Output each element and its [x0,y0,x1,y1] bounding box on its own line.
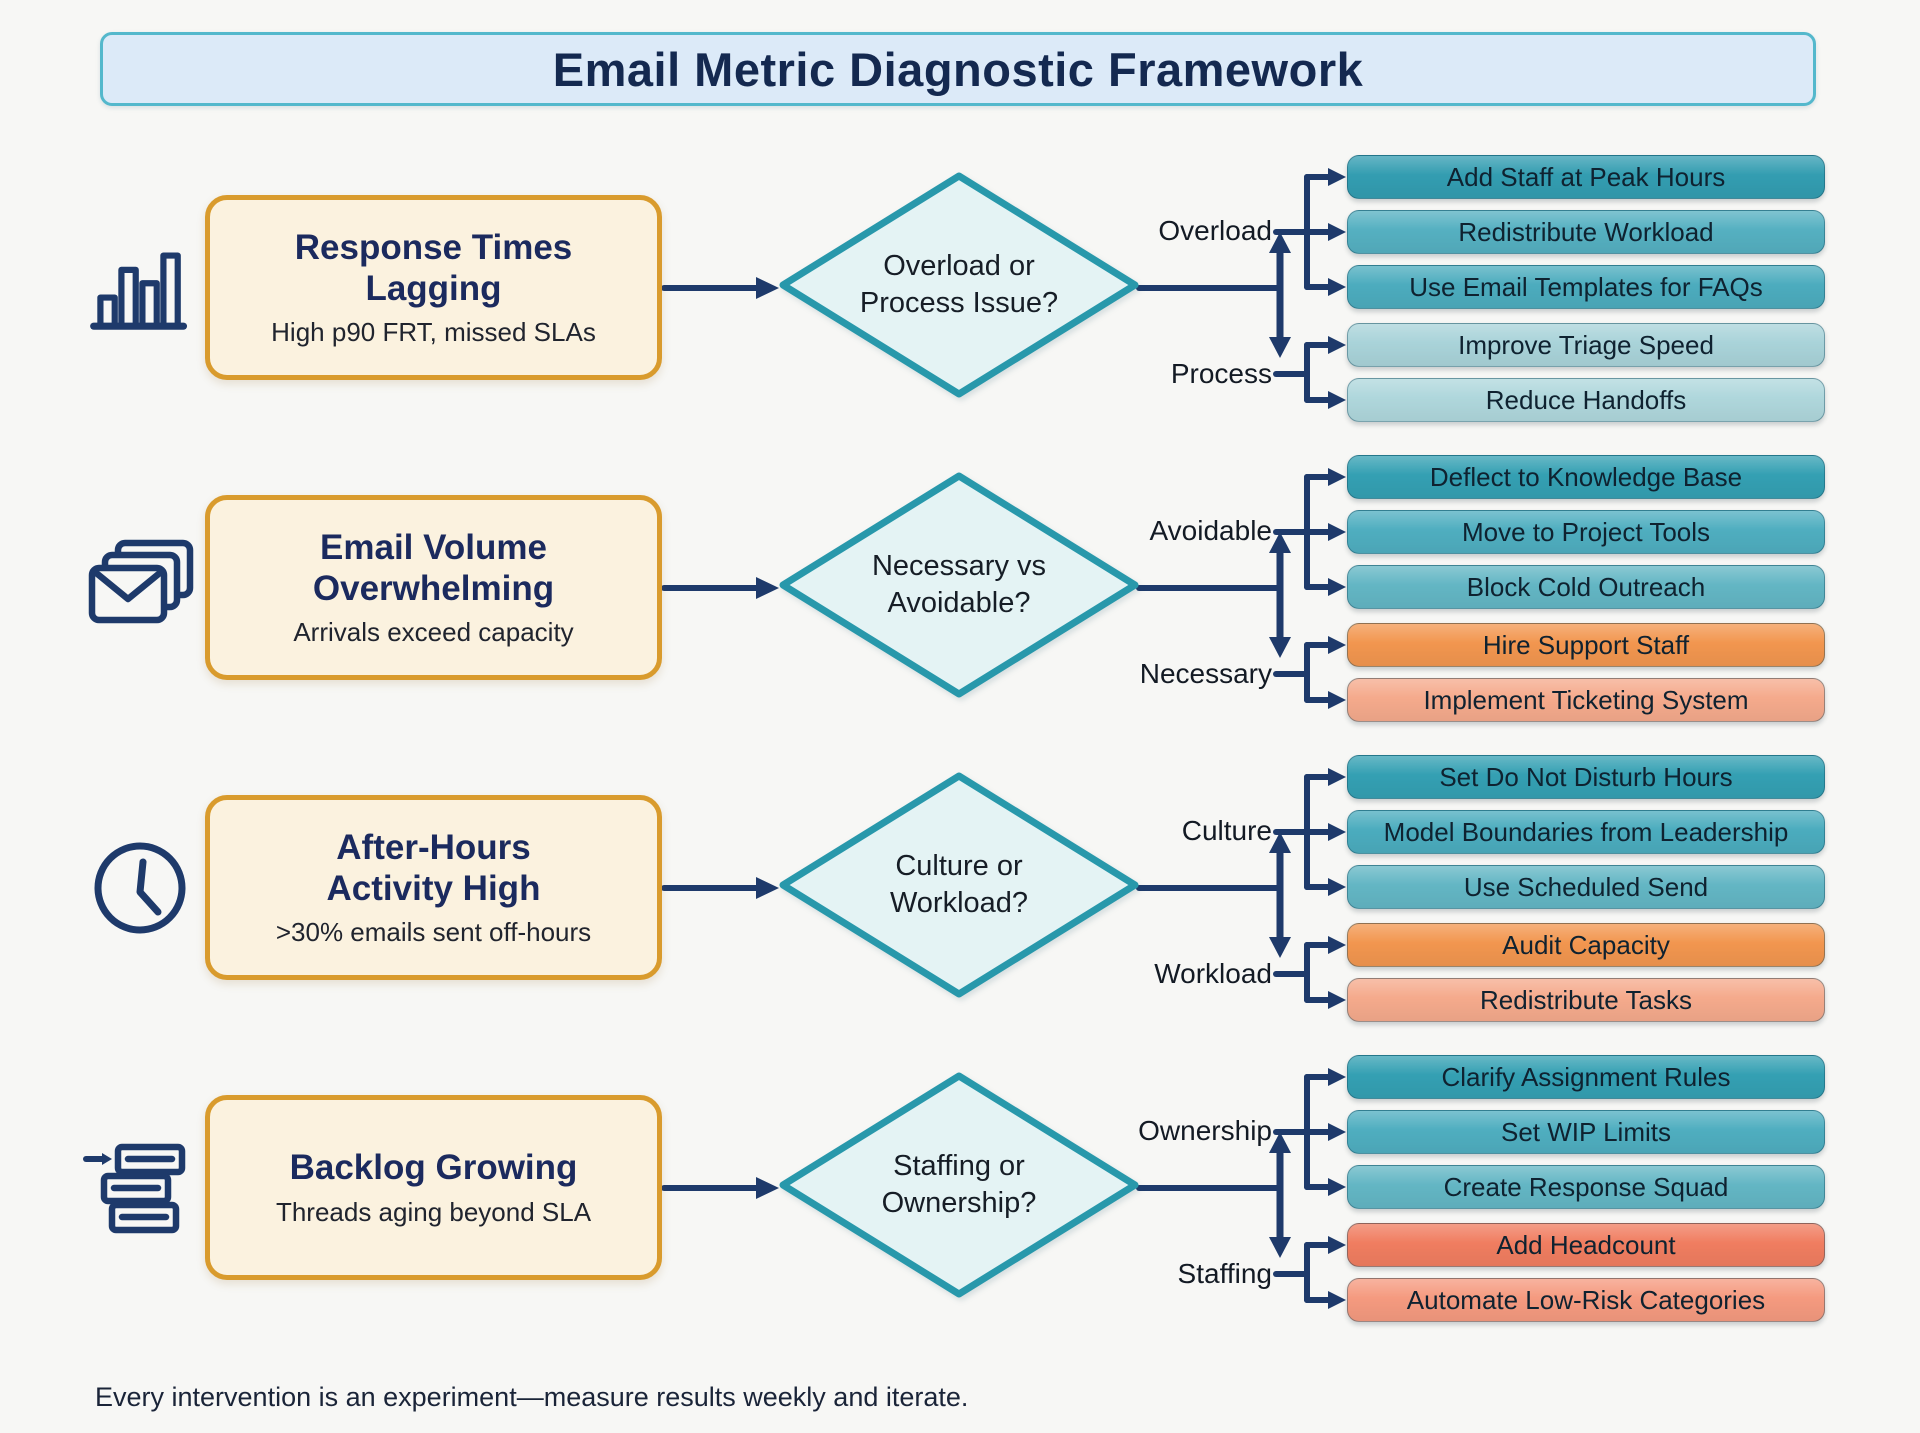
problem-title: After-Hours Activity High [326,827,541,908]
problem-title: Email Volume Overwhelming [312,527,555,608]
problem-subtitle: Threads aging beyond SLA [275,1196,592,1227]
problem-title: Backlog Growing [289,1148,578,1188]
action-label: Audit Capacity [1502,929,1670,960]
diagnostic-row-after-hours: After-Hours Activity High >30% emails se… [0,750,1920,1050]
decision-diamond: Culture or Workload? [779,772,1139,998]
action-box: Redistribute Workload [1347,210,1825,254]
action-box: Reduce Handoffs [1347,378,1825,422]
action-label: Create Response Squad [1443,1171,1729,1202]
bar-chart-icon [70,228,210,348]
branch-label: Necessary [1139,658,1272,689]
action-box: Add Staff at Peak Hours [1347,155,1825,199]
action-label: Set WIP Limits [1500,1116,1671,1147]
problem-box: Email Volume Overwhelming Arrivals excee… [205,495,662,680]
flow-connectors [661,1068,1346,1309]
action-box: Add Headcount [1347,1223,1825,1267]
action-box: Block Cold Outreach [1347,565,1825,609]
action-label: Set Do Not Disturb Hours [1439,761,1733,792]
action-box: Clarify Assignment Rules [1347,1055,1825,1099]
problem-title: Response Times Lagging [294,227,573,308]
flow-connectors [661,468,1346,709]
branch-label: Overload [1158,215,1272,246]
decision-text: Culture or Workload? [889,849,1029,919]
action-label: Redistribute Tasks [1480,984,1692,1015]
branch-label: Ownership [1138,1115,1272,1146]
action-label: Move to Project Tools [1461,516,1711,547]
action-box: Audit Capacity [1347,923,1825,967]
flow-connectors [661,768,1346,1009]
backlog-icon [70,1128,210,1248]
action-label: Add Staff at Peak Hours [1446,161,1726,192]
branch-label: Workload [1154,958,1272,989]
action-box: Set WIP Limits [1347,1110,1825,1154]
decision-text: Overload or Process Issue? [859,249,1059,319]
action-label: Use Email Templates for FAQs [1409,271,1763,302]
action-box: Model Boundaries from Leadership [1347,810,1825,854]
action-box: Automate Low-Risk Categories [1347,1278,1825,1322]
action-box: Set Do Not Disturb Hours [1347,755,1825,799]
decision-diamond: Overload or Process Issue? [779,172,1139,398]
footer-note: Every intervention is an experiment—meas… [95,1382,969,1412]
decision-text: Necessary vs Avoidable? [871,549,1047,619]
decision-text: Staffing or Ownership? [881,1149,1037,1219]
problem-subtitle: >30% emails sent off-hours [275,917,592,948]
branch-label: Staffing [1177,1258,1272,1289]
problem-subtitle: High p90 FRT, missed SLAs [271,317,596,348]
action-label: Improve Triage Speed [1458,329,1714,360]
problem-box: Response Times Lagging High p90 FRT, mis… [205,195,662,380]
branch-label: Avoidable [1149,515,1272,546]
envelopes-icon [70,528,210,648]
decision-diamond: Necessary vs Avoidable? [779,472,1139,698]
action-box: Deflect to Knowledge Base [1347,455,1825,499]
decision-diamond: Staffing or Ownership? [779,1072,1139,1298]
action-label: Model Boundaries from Leadership [1383,816,1789,847]
action-box: Move to Project Tools [1347,510,1825,554]
action-box: Use Email Templates for FAQs [1347,265,1825,309]
action-box: Hire Support Staff [1347,623,1825,667]
title-banner: Email Metric Diagnostic Framework [100,32,1816,106]
action-box: Use Scheduled Send [1347,865,1825,909]
branch-label: Culture [1181,815,1272,846]
action-label: Use Scheduled Send [1463,871,1709,902]
action-label: Implement Ticketing System [1423,684,1749,715]
flow-connectors [661,168,1346,409]
branch-label: Process [1170,358,1272,389]
problem-subtitle: Arrivals exceed capacity [293,617,574,648]
action-label: Add Headcount [1496,1229,1676,1260]
action-box: Implement Ticketing System [1347,678,1825,722]
action-label: Clarify Assignment Rules [1441,1061,1731,1092]
action-box: Create Response Squad [1347,1165,1825,1209]
action-label: Reduce Handoffs [1485,384,1687,415]
problem-box: Backlog Growing Threads aging beyond SLA [205,1095,662,1280]
action-box: Improve Triage Speed [1347,323,1825,367]
action-label: Block Cold Outreach [1466,571,1706,602]
clock-icon [70,828,210,948]
diagnostic-row-response-times: Response Times Lagging High p90 FRT, mis… [0,150,1920,450]
action-label: Hire Support Staff [1482,629,1690,660]
action-label: Automate Low-Risk Categories [1406,1284,1766,1315]
action-label: Redistribute Workload [1458,216,1714,247]
diagnostic-row-backlog: Backlog Growing Threads aging beyond SLA… [0,1050,1920,1350]
problem-box: After-Hours Activity High >30% emails se… [205,795,662,980]
action-box: Redistribute Tasks [1347,978,1825,1022]
diagnostic-row-email-volume: Email Volume Overwhelming Arrivals excee… [0,450,1920,750]
action-label: Deflect to Knowledge Base [1429,461,1743,492]
page-title: Email Metric Diagnostic Framework [552,42,1364,96]
